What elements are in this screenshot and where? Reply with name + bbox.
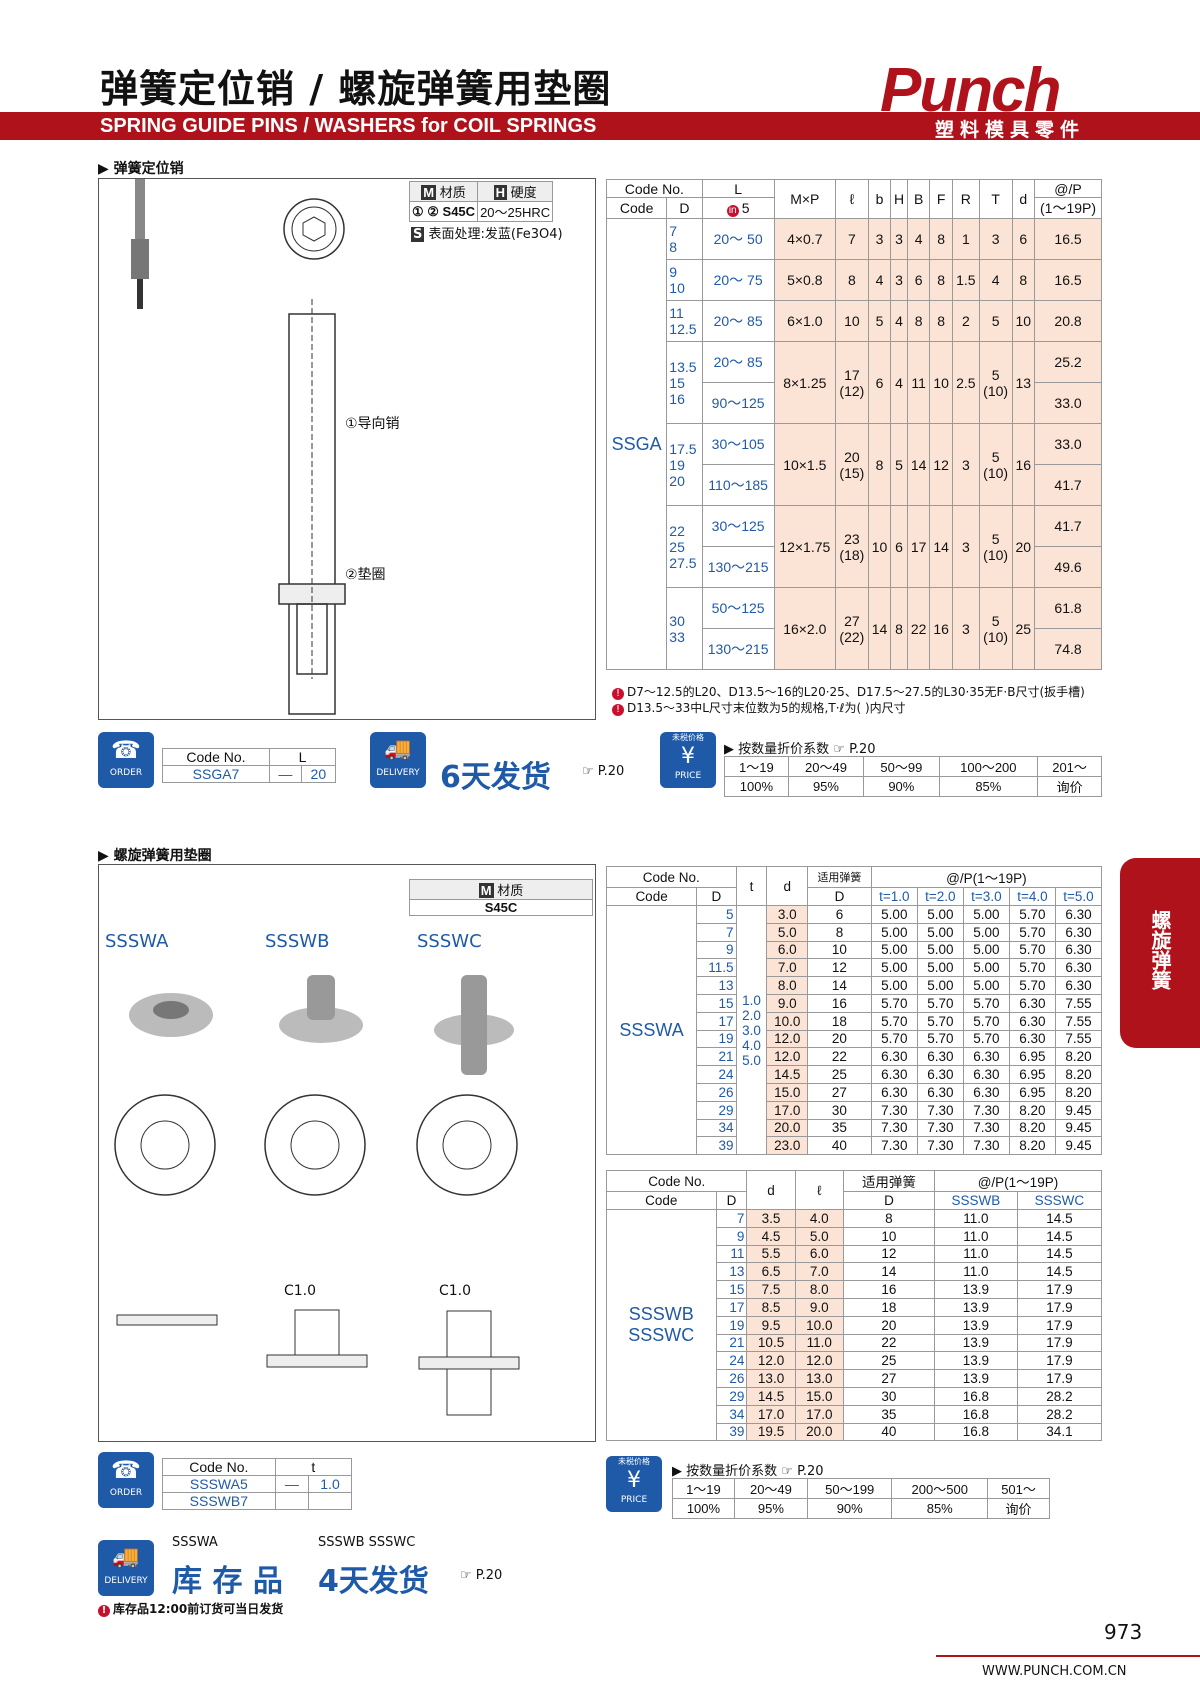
delivery-days: 6天发货 [440, 760, 551, 795]
delivery-days-2: 4天发货 [318, 1564, 429, 1599]
ssga-note-2: !D13.5～33中L尺寸末位数为5的规格,T·ℓ为( )内尺寸 [612, 699, 906, 716]
order-icon: ☎ORDER [98, 732, 154, 788]
type-ssswb: SSSWB [265, 931, 330, 952]
label-washer: ②垫圈 [345, 567, 386, 583]
washer-material-table: M 材质 S45C [409, 879, 593, 916]
order-icon-2: ☎ORDER [98, 1452, 154, 1508]
title-bar [0, 112, 1200, 140]
discount-title-2: ▶ 按数量折价系数 ☞ P.20 [672, 1464, 824, 1479]
page-number: 973 [1104, 1620, 1143, 1644]
chamfer-label-c: C1.0 [439, 1283, 472, 1299]
section-title-washers: ▶ 螺旋弹簧用垫圈 [98, 848, 212, 864]
delivery-ref: ☞ P.20 [582, 764, 625, 779]
type-ssswc: SSSWC [417, 931, 482, 952]
washer-drawing-box: M 材质 S45C SSSWA SSSWB SSSWC C1.0 C1.0 [98, 864, 596, 1442]
order-example-table: Code No.L SSGA7—20 [162, 748, 337, 783]
side-category-tab[interactable]: 螺旋弹簧 [1120, 858, 1200, 1048]
pin-drawing [131, 179, 346, 715]
brand-logo: Punch [880, 56, 1061, 125]
footer-url: WWW.PUNCH.COM.CN [982, 1664, 1127, 1679]
stock-label: SSSWA [172, 1535, 218, 1550]
order-example-table-2: Code No.t SSSWA5—1.0 SSSWB7 [162, 1458, 353, 1510]
delivery-icon-2: 🚚DELIVERY [98, 1540, 154, 1596]
section-title-pins: ▶ 弹簧定位销 [98, 161, 184, 177]
brand-subtitle: 塑料模具零件 [935, 119, 1086, 141]
price-icon-2: 未税价格¥PRICE [606, 1456, 662, 1512]
page-title: 弹簧定位销 / 螺旋弹簧用垫圈 [100, 67, 612, 111]
footer-line [936, 1655, 1200, 1657]
chamfer-label-b: C1.0 [284, 1283, 317, 1299]
discount-title: ▶ 按数量折价系数 ☞ P.20 [724, 742, 876, 757]
surface-note: S 表面处理:发蓝(Fe3O4) [411, 227, 563, 242]
type-ssswa: SSSWA [105, 931, 169, 952]
page-title-en: SPRING GUIDE PINS / WASHERS for COIL SPR… [100, 115, 597, 137]
delivery-ref-2: ☞ P.20 [460, 1568, 503, 1583]
label-guide-pin: ①导向销 [345, 416, 400, 432]
price-icon: 未税价格¥PRICE [660, 732, 716, 788]
ssga-note-1: !D7～12.5的L20、D13.5～16的L20·25、D17.5～27.5的… [612, 683, 1085, 700]
delivery-icon: 🚚DELIVERY [370, 732, 426, 788]
ssga-code: SSGA [605, 218, 668, 670]
stock-note: !库存品12:00前订货可当日发货 [98, 1600, 283, 1617]
stock-item-text: 库 存 品 [172, 1564, 283, 1599]
washer-drawing [114, 975, 520, 1416]
delivery-types-label: SSSWB SSSWC [318, 1535, 416, 1550]
